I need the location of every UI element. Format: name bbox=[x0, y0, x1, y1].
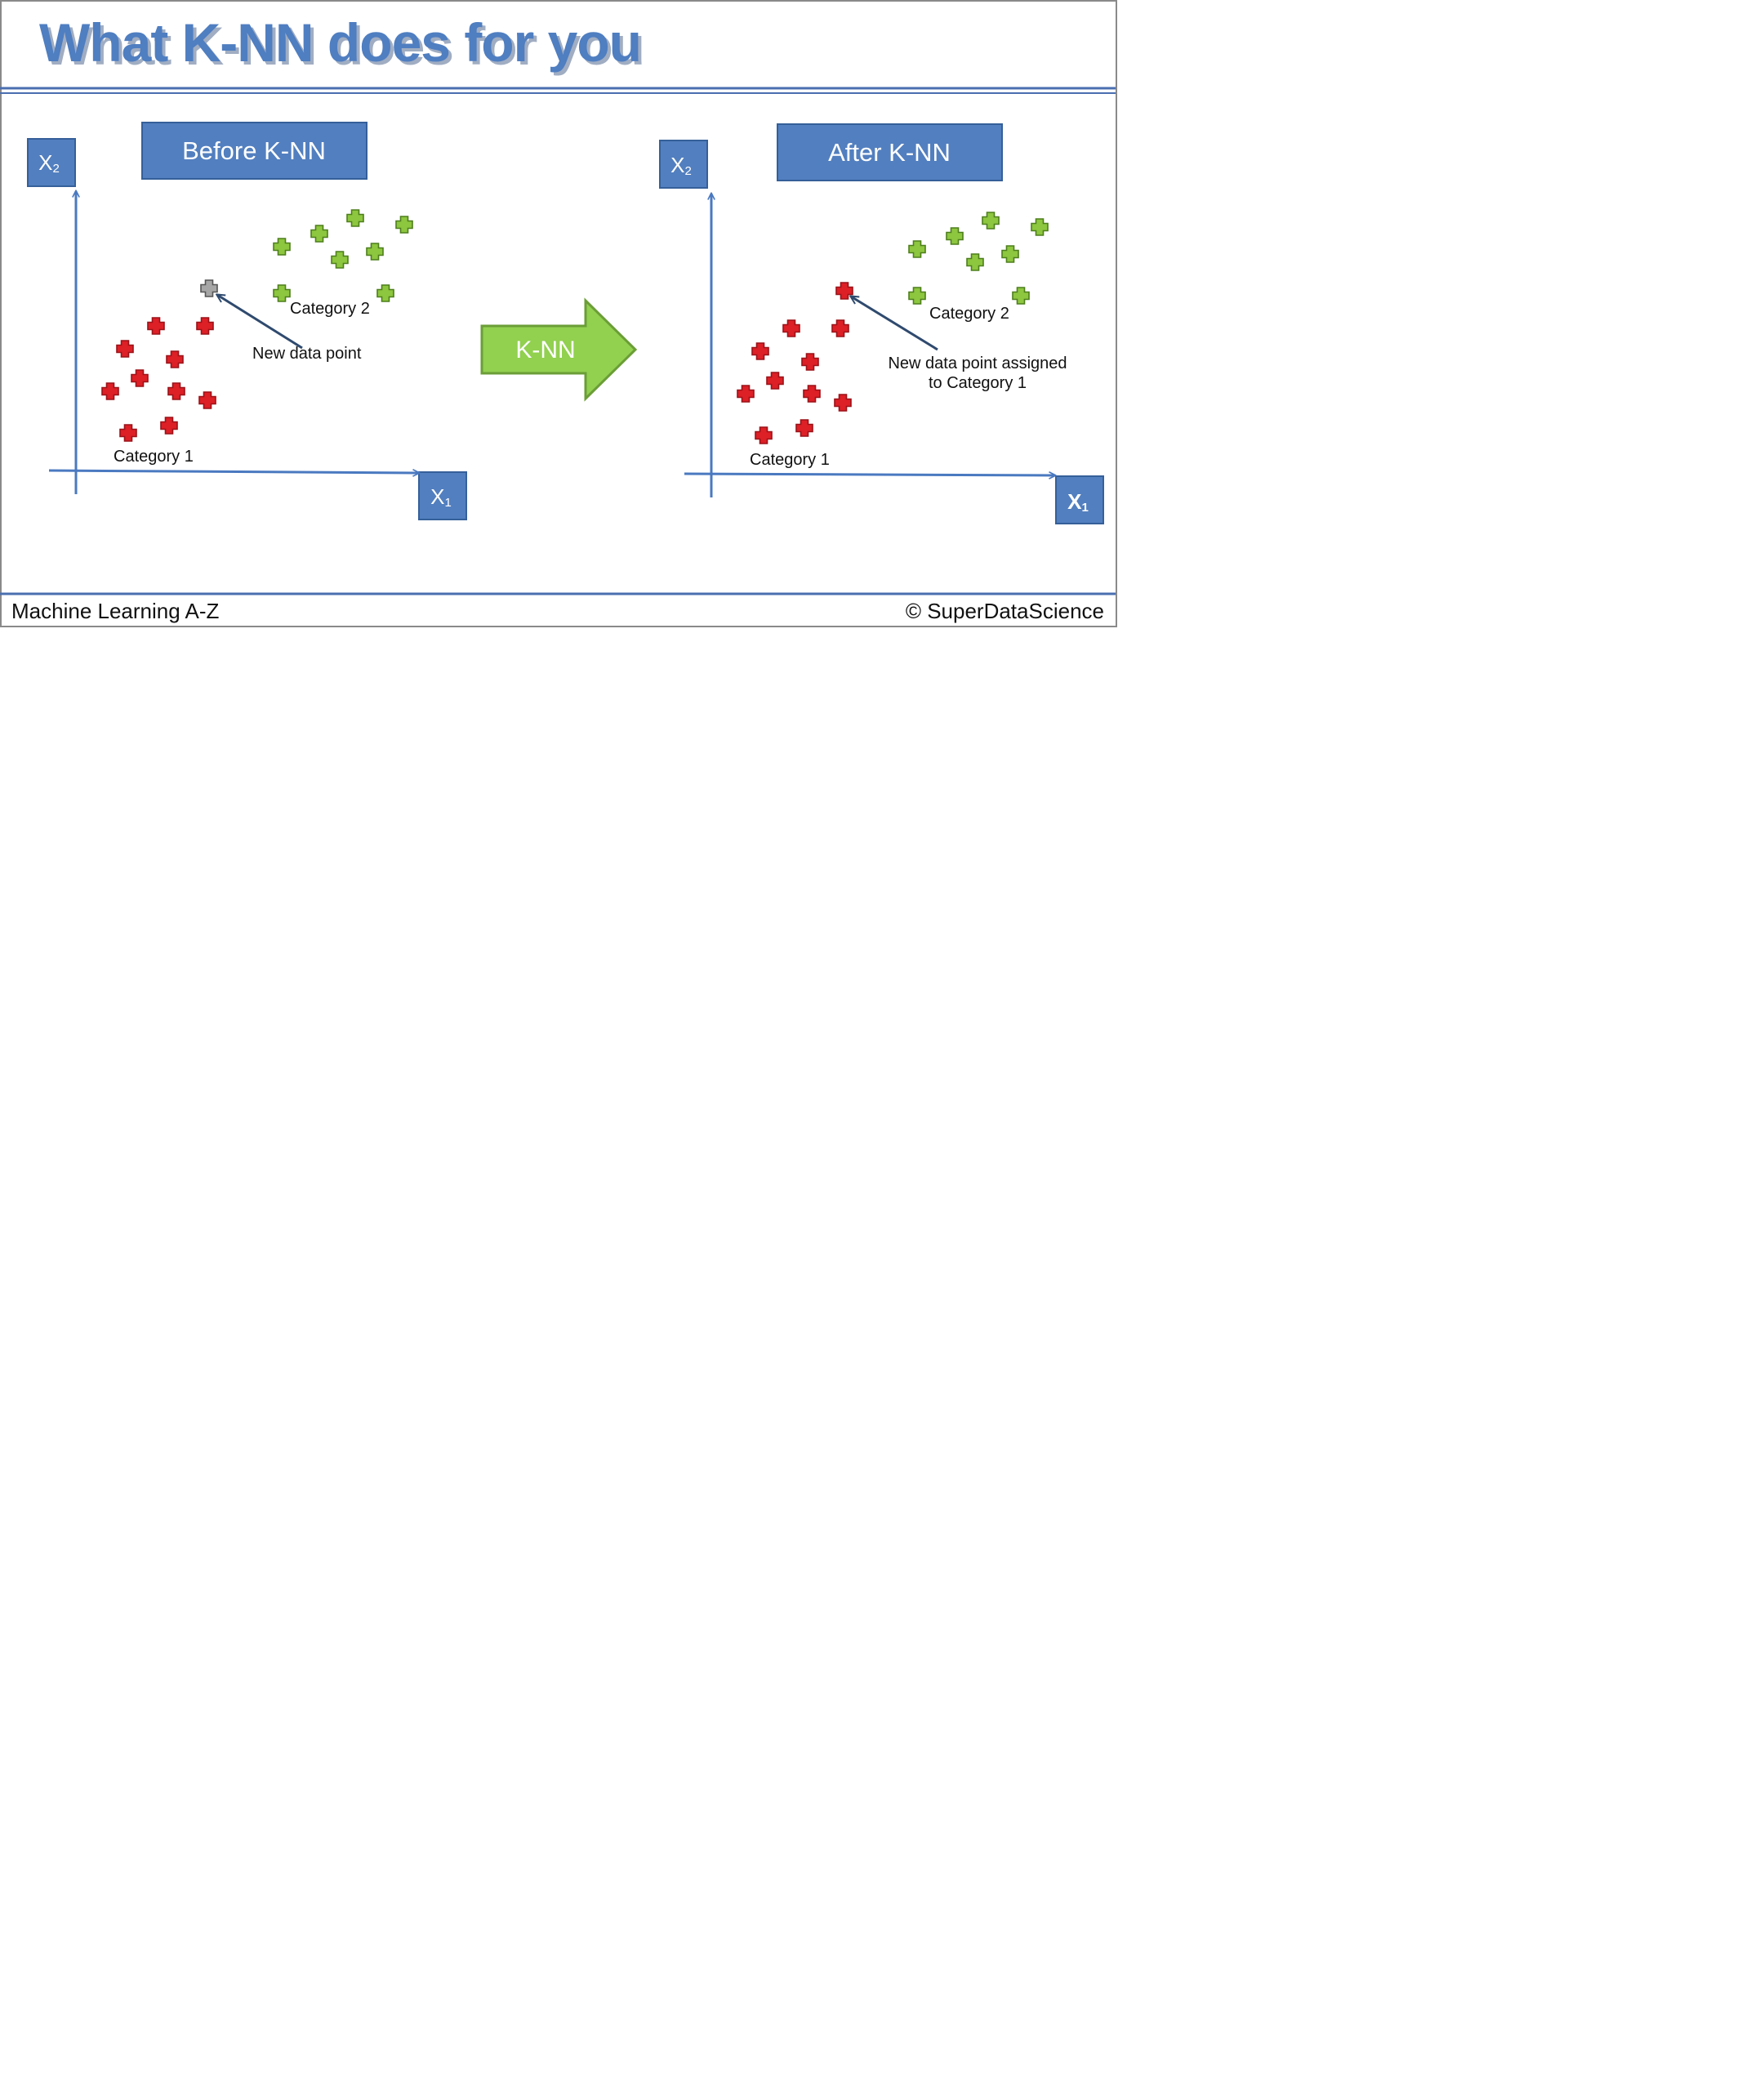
slide-title-shadow: What K-NN does for you bbox=[42, 16, 644, 76]
before-panel: Before K-NN X2 X1 Category 1 Category 2 … bbox=[27, 122, 467, 520]
footer-course-name: Machine Learning A-Z bbox=[11, 599, 219, 623]
category1-point bbox=[196, 317, 214, 335]
category2-point bbox=[346, 209, 364, 227]
category2-point bbox=[966, 253, 984, 271]
knn-process-arrow: K-NN bbox=[480, 297, 638, 402]
category1-point bbox=[737, 385, 755, 403]
category1-point bbox=[803, 385, 821, 403]
after-y-axis-box bbox=[659, 140, 708, 189]
before-category1-label: Category 1 bbox=[114, 448, 194, 466]
category1-point bbox=[766, 372, 784, 390]
before-x-axis bbox=[48, 470, 419, 473]
category1-point bbox=[147, 317, 165, 335]
category1-point bbox=[131, 369, 149, 387]
category1-point bbox=[751, 342, 769, 360]
after-panel: After K-NN X2 X1 Category 1 Category 2 N… bbox=[659, 123, 1104, 524]
slide-frame bbox=[0, 0, 1117, 627]
after-x-axis bbox=[684, 474, 1055, 475]
after-header-label: After K-NN bbox=[828, 138, 951, 167]
after-header-box bbox=[777, 123, 1003, 181]
category1-point bbox=[831, 319, 849, 337]
category2-point bbox=[908, 240, 926, 258]
before-data-points bbox=[101, 209, 413, 442]
category2-point bbox=[376, 284, 394, 302]
category2-point bbox=[946, 227, 964, 245]
category1-point bbox=[801, 353, 819, 371]
category2-point bbox=[395, 216, 413, 234]
category2-point bbox=[273, 284, 291, 302]
after-y-axis-label: X2 bbox=[670, 153, 692, 178]
category1-point bbox=[795, 419, 813, 437]
before-category2-label: Category 2 bbox=[290, 300, 370, 318]
category2-point bbox=[982, 212, 1000, 230]
after-data-points bbox=[737, 212, 1049, 444]
category2-point bbox=[1031, 218, 1049, 236]
category2-point bbox=[1001, 245, 1019, 263]
category1-point bbox=[198, 391, 216, 409]
category1-point bbox=[116, 340, 134, 358]
before-x-axis-label: X1 bbox=[430, 484, 452, 510]
after-x-axis-label: X1 bbox=[1067, 489, 1089, 515]
after-pointer-arrow bbox=[851, 297, 938, 351]
before-header-label: Before K-NN bbox=[182, 136, 326, 165]
before-pointer-arrow bbox=[217, 295, 303, 350]
before-y-axis-label: X2 bbox=[38, 150, 60, 176]
category1-point bbox=[166, 350, 184, 368]
before-y-axis-box bbox=[27, 138, 76, 187]
after-category2-label: Category 2 bbox=[929, 305, 1009, 323]
before-annotation: New data point bbox=[252, 345, 362, 363]
new-data-point bbox=[200, 279, 218, 297]
category1-point bbox=[101, 382, 119, 400]
category1-point bbox=[834, 394, 852, 412]
category1-point bbox=[782, 319, 800, 337]
before-x-axis-box bbox=[418, 471, 467, 520]
before-header-box bbox=[141, 122, 368, 180]
category2-point bbox=[273, 238, 291, 256]
category2-point bbox=[331, 251, 349, 269]
category1-point bbox=[119, 424, 137, 442]
category2-point bbox=[1012, 287, 1030, 305]
after-category1-label: Category 1 bbox=[750, 451, 830, 469]
category2-point bbox=[310, 225, 328, 243]
footer-copyright: © SuperDataScience bbox=[906, 599, 1104, 623]
category2-point bbox=[366, 243, 384, 261]
slide-title: What K-NN does for you bbox=[39, 12, 641, 73]
category1-point bbox=[160, 417, 178, 435]
new-data-point bbox=[835, 282, 853, 300]
knn-arrow-label: K-NN bbox=[515, 337, 575, 363]
after-x-axis-box bbox=[1055, 475, 1104, 524]
category1-point bbox=[755, 426, 773, 444]
category1-point bbox=[167, 382, 185, 400]
category2-point bbox=[908, 287, 926, 305]
